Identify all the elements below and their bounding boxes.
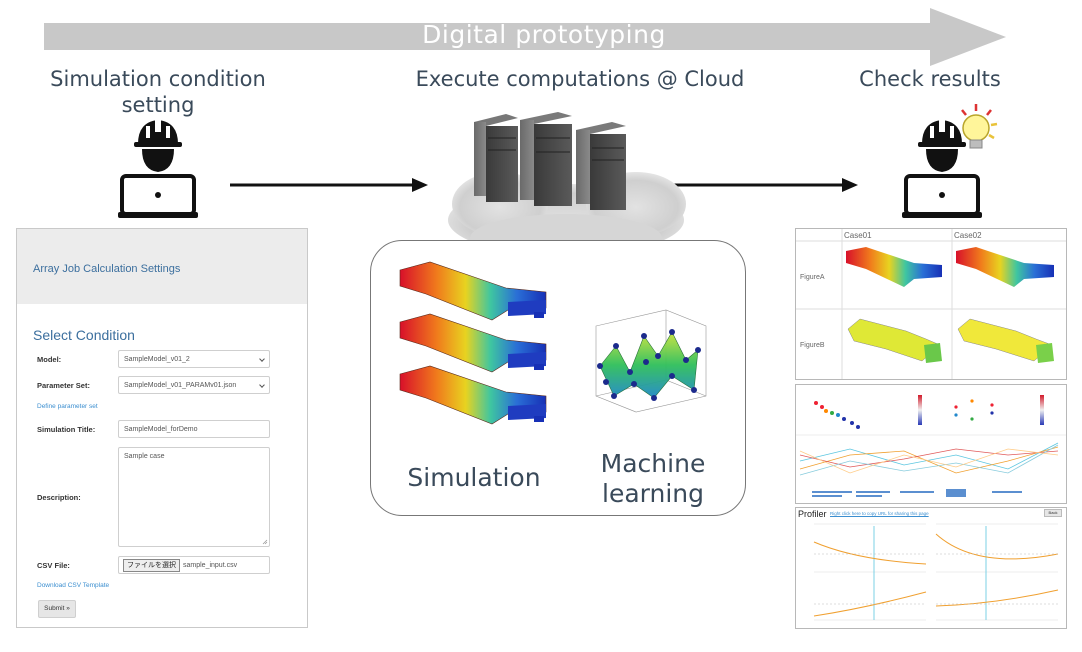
profiler-share-link[interactable]: Right click here to copy URL for sharing…: [830, 511, 929, 516]
results-comparison-panel: Case01 Case02 FigureA FigureB: [795, 228, 1067, 380]
banner-label: Digital prototyping: [422, 20, 666, 49]
results-dashboard-panel: [795, 384, 1067, 504]
form-header: Array Job Calculation Settings: [17, 229, 307, 304]
stage-title-setting-line1: Simulation condition: [50, 67, 266, 91]
select-condition-heading: Select Condition: [33, 327, 135, 343]
simulation-heatmap-images: [399, 261, 547, 425]
description-label: Description:: [37, 493, 81, 502]
profiler-title: Profiler: [798, 509, 827, 519]
simulation-title-value: SampleModel_forDemo: [124, 426, 198, 433]
simulation-part-2: [399, 313, 547, 373]
results-profiler-panel: Profiler Right click here to copy URL fo…: [795, 507, 1067, 629]
flow-arrow-to-cloud: [230, 178, 428, 192]
case01-figureb-thumb: [847, 318, 942, 363]
model-label: Model:: [37, 355, 62, 364]
engineer-at-laptop-icon: [118, 118, 198, 218]
comparison-row-figureb: FigureB: [800, 342, 825, 349]
stage-title-results: Check results: [859, 67, 1001, 91]
profiler-charts: [813, 523, 1059, 621]
dot-columns: [954, 399, 994, 421]
simulation-title-label: Simulation Title:: [37, 425, 96, 434]
model-select-value: SampleModel_v01_2: [124, 356, 190, 363]
download-csv-template-link[interactable]: Download CSV Template: [37, 582, 110, 589]
machine-learning-label-line1: Machine: [600, 449, 706, 478]
choose-file-button[interactable]: ファイルを選択: [123, 559, 180, 572]
array-job-settings-form: Array Job Calculation Settings Select Co…: [16, 228, 308, 628]
comparison-col-case02: Case02: [954, 231, 982, 240]
simulation-part-3: [399, 365, 547, 425]
form-header-title: Array Job Calculation Settings: [33, 263, 181, 275]
parameter-set-select-value: SampleModel_v01_PARAMv01.json: [124, 382, 237, 389]
comparison-grid: [796, 229, 1066, 379]
case02-figurea-thumb: [956, 247, 1054, 287]
scatter-plot: [814, 401, 860, 429]
define-parameter-set-link[interactable]: Define parameter set: [37, 403, 98, 410]
machine-learning-label: Machine learning: [582, 449, 724, 509]
submit-button[interactable]: Submit »: [38, 600, 76, 618]
digital-prototyping-arrow: [44, 8, 1006, 66]
simulation-part-1: [399, 261, 547, 321]
engineer-with-idea-icon: [902, 104, 998, 218]
resize-handle-icon: [262, 539, 268, 545]
case01-figurea-thumb: [846, 247, 942, 287]
comparison-col-case01: Case01: [844, 231, 872, 240]
case02-figureb-thumb: [957, 318, 1054, 363]
light-bulb-icon: [961, 104, 998, 149]
parameter-set-select[interactable]: SampleModel_v01_PARAMv01.json: [118, 376, 270, 394]
parallel-coordinates: [799, 442, 1059, 476]
comparison-row-figurea: FigureA: [800, 274, 825, 281]
machine-learning-label-line2: learning: [602, 479, 704, 508]
stage-title-setting: Simulation condition setting: [30, 66, 286, 118]
dashboard-plots: [796, 395, 1066, 497]
stage-title-compute: Execute computations @ Cloud: [415, 67, 745, 91]
csv-file-label: CSV File:: [37, 561, 70, 570]
csv-file-name: sample_input.csv: [183, 562, 238, 569]
description-textarea[interactable]: Sample case: [118, 447, 270, 547]
description-value: Sample case: [124, 453, 165, 460]
mini-histograms: [812, 489, 1022, 497]
model-select[interactable]: SampleModel_v01_2: [118, 350, 270, 368]
server-rack-icons: [474, 112, 626, 210]
simulation-title-input[interactable]: SampleModel_forDemo: [118, 420, 270, 438]
simulation-label: Simulation: [407, 463, 541, 492]
stage-title-setting-line2: setting: [121, 93, 195, 117]
parameter-set-label: Parameter Set:: [37, 381, 90, 390]
profiler-back-button[interactable]: Back: [1044, 509, 1062, 517]
machine-learning-surface-plot: [595, 309, 707, 413]
flow-arrow-to-results: [662, 178, 858, 192]
